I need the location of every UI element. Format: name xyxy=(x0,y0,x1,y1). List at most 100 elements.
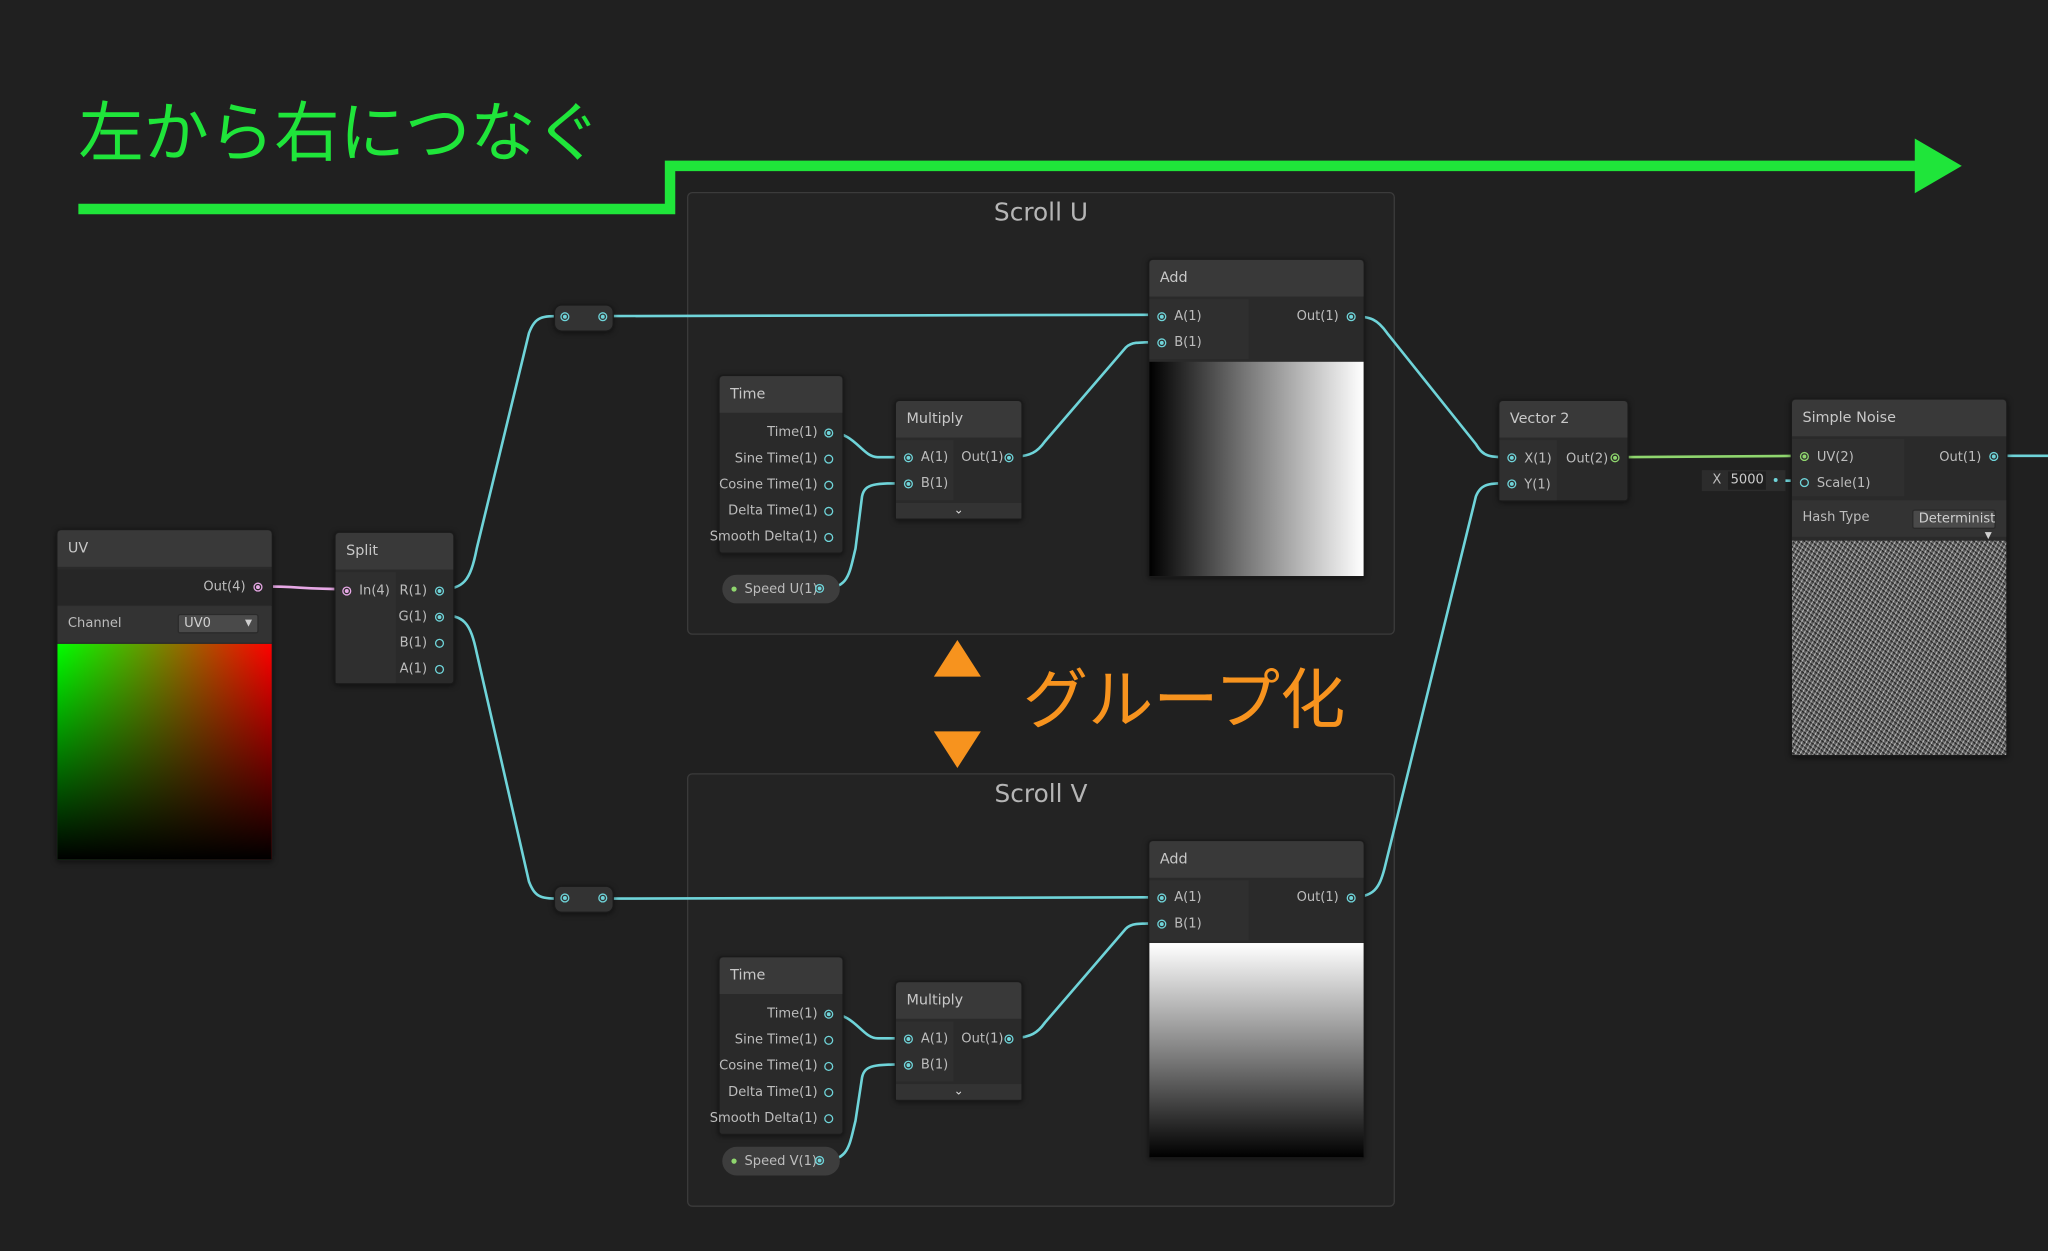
port-out[interactable] xyxy=(1346,312,1356,322)
port-out[interactable] xyxy=(598,312,608,322)
node-title: Vector 2 xyxy=(1499,400,1628,438)
add-preview-u xyxy=(1149,361,1364,576)
port-out[interactable] xyxy=(815,1155,825,1166)
port-label: B(1) xyxy=(1174,335,1202,351)
port-out[interactable] xyxy=(1004,1034,1014,1044)
port-label: A(1) xyxy=(920,1031,949,1047)
node-title: Time xyxy=(719,957,843,994)
port-label: Out(1) xyxy=(1296,890,1339,906)
simple-noise-node[interactable]: Simple Noise UV(2) Scale(1) Out(1) Hash … xyxy=(1790,398,2008,757)
port-cosine-time[interactable] xyxy=(824,1061,834,1072)
port-label: Y(1) xyxy=(1524,478,1551,493)
port-a[interactable] xyxy=(1157,312,1167,322)
port-sine-time[interactable] xyxy=(824,454,834,464)
property-speed-v[interactable]: Speed V(1) xyxy=(722,1146,840,1176)
node-title: Add xyxy=(1149,259,1364,297)
wire-addU-vecX xyxy=(1350,314,1512,459)
port-scale[interactable] xyxy=(1799,478,1809,488)
split-node[interactable]: Split In(4) R(1) G(1) B(1) A(1) xyxy=(334,531,455,685)
port-time[interactable] xyxy=(824,1009,834,1019)
node-title: UV xyxy=(57,530,272,567)
port-label: G(1) xyxy=(398,609,428,625)
channel-value: UV0 xyxy=(184,616,211,631)
port-label: X(1) xyxy=(1524,451,1552,467)
noise-preview xyxy=(1791,540,2007,755)
port-b[interactable] xyxy=(434,638,445,648)
group-arrow-down-icon xyxy=(933,731,981,768)
add-node-u[interactable]: Add A(1) B(1) Out(1) xyxy=(1148,258,1365,578)
wire-g-redirect xyxy=(440,613,562,900)
scale-value-input[interactable]: 5000 xyxy=(1727,471,1766,490)
port-out[interactable] xyxy=(598,893,608,903)
port-label: Delta Time(1) xyxy=(728,504,818,519)
port-out[interactable] xyxy=(253,582,263,592)
port-out[interactable] xyxy=(815,583,825,593)
port-sine-time[interactable] xyxy=(824,1035,834,1045)
property-label: Speed V(1) xyxy=(744,1154,818,1169)
port-a[interactable] xyxy=(1157,893,1167,903)
port-out[interactable] xyxy=(1610,453,1620,463)
port-out[interactable] xyxy=(1004,453,1014,463)
dropdown-arrow-icon: ▼ xyxy=(1984,530,1992,541)
port-in[interactable] xyxy=(560,893,570,903)
port-in[interactable] xyxy=(342,586,352,596)
port-a[interactable] xyxy=(903,453,913,463)
group-title[interactable]: Scroll V xyxy=(994,779,1088,809)
time-node-u[interactable]: Time Time(1) Sine Time(1) Cosine Time(1)… xyxy=(710,374,844,554)
port-smooth-delta[interactable] xyxy=(824,1114,834,1124)
expand-chevron-icon[interactable]: ⌄ xyxy=(895,1084,1022,1100)
time-node-v[interactable]: Time Time(1) Sine Time(1) Cosine Time(1)… xyxy=(710,956,844,1136)
redirect-node-v[interactable] xyxy=(553,885,614,913)
port-time[interactable] xyxy=(824,428,834,438)
scale-input-field[interactable]: X 5000 xyxy=(1701,470,1786,492)
vector2-node[interactable]: Vector 2 X(1) Y(1) Out(2) xyxy=(1498,399,1629,502)
port-b[interactable] xyxy=(1157,919,1167,929)
multiply-node-u[interactable]: Multiply A(1) B(1) Out(1) ⌄ xyxy=(894,399,1023,520)
property-label: Speed U(1) xyxy=(744,582,818,597)
port-label: B(1) xyxy=(920,476,949,492)
port-cosine-time[interactable] xyxy=(824,480,834,490)
port-label: A(1) xyxy=(920,450,949,465)
port-delta-time[interactable] xyxy=(824,506,834,516)
group-title[interactable]: Scroll U xyxy=(993,198,1089,228)
port-label: Delta Time(1) xyxy=(728,1085,818,1100)
port-g[interactable] xyxy=(434,612,445,622)
port-x[interactable] xyxy=(1507,453,1517,463)
field-x-label: X xyxy=(1712,472,1722,488)
expand-chevron-icon[interactable]: ⌄ xyxy=(895,502,1022,519)
wire-mul-addB-v xyxy=(1008,922,1162,1040)
multiply-node-v[interactable]: Multiply A(1) B(1) Out(1) ⌄ xyxy=(894,980,1023,1102)
channel-dropdown[interactable]: UV0▼ xyxy=(177,613,259,634)
wire-addV-vecY xyxy=(1350,481,1512,899)
add-node-v[interactable]: Add A(1) B(1) Out(1) xyxy=(1148,839,1365,1159)
port-label: Sine Time(1) xyxy=(734,451,818,467)
port-label: Out(1) xyxy=(1939,450,1982,465)
port-b[interactable] xyxy=(1157,338,1167,348)
port-r[interactable] xyxy=(434,586,445,596)
property-speed-u[interactable]: Speed U(1) xyxy=(722,574,840,604)
port-y[interactable] xyxy=(1507,479,1517,489)
port-a[interactable] xyxy=(434,664,445,674)
node-title: Add xyxy=(1149,841,1364,878)
flow-arrow-head xyxy=(1914,138,1962,194)
uv-node[interactable]: UV Out(4) Channel UV0▼ xyxy=(56,528,273,861)
port-in[interactable] xyxy=(560,312,570,322)
port-smooth-delta[interactable] xyxy=(824,532,834,543)
add-preview-v xyxy=(1149,943,1364,1158)
port-b[interactable] xyxy=(903,1060,913,1070)
port-out[interactable] xyxy=(1989,451,1999,462)
port-out[interactable] xyxy=(1346,893,1356,903)
port-delta-time[interactable] xyxy=(824,1087,834,1098)
port-label: UV(2) xyxy=(1816,450,1854,465)
port-label: Cosine Time(1) xyxy=(719,1059,818,1074)
port-uv[interactable] xyxy=(1799,451,1809,462)
port-a[interactable] xyxy=(903,1034,913,1044)
port-b[interactable] xyxy=(903,479,913,489)
port-label: B(1) xyxy=(920,1057,949,1073)
redirect-node-u[interactable] xyxy=(553,304,614,332)
hash-type-dropdown[interactable]: Determinist▼ xyxy=(1912,509,1996,541)
wire-r-redirect xyxy=(440,314,562,591)
port-label: Scale(1) xyxy=(1816,476,1871,492)
